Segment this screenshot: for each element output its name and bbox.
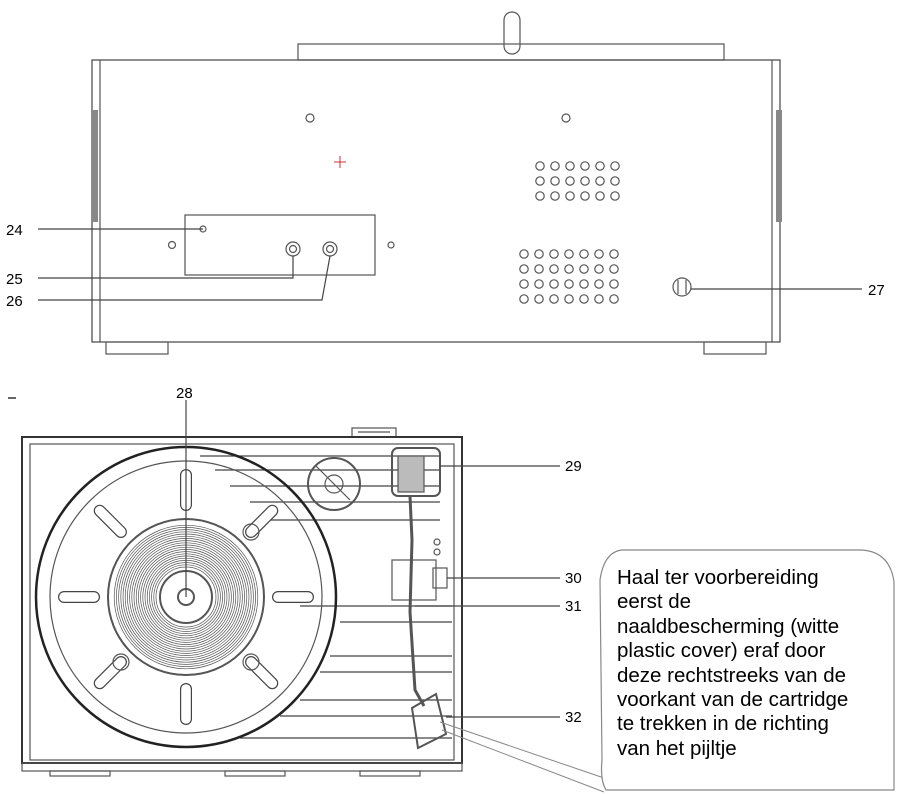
speaker-hole xyxy=(595,191,605,201)
speaker-hole xyxy=(609,249,619,259)
label-28: 28 xyxy=(176,385,193,402)
speaker-hole xyxy=(519,249,529,259)
speaker-hole xyxy=(594,279,604,289)
speaker-hole xyxy=(609,294,619,304)
spindle-top xyxy=(503,11,521,55)
tonearm xyxy=(408,495,426,707)
label-26: 26 xyxy=(6,293,23,310)
speaker-hole xyxy=(549,264,559,274)
speaker-hole xyxy=(550,176,560,186)
top-view xyxy=(21,400,605,793)
platter-slot xyxy=(94,657,126,689)
speaker-hole xyxy=(534,279,544,289)
speaker-hole xyxy=(564,264,574,274)
power-knob xyxy=(672,277,692,297)
speaker-hole xyxy=(519,279,529,289)
speaker-hole xyxy=(579,294,589,304)
speaker-hole xyxy=(595,161,605,171)
speaker-hole xyxy=(610,191,620,201)
speaker-hole xyxy=(550,161,560,171)
label-27: 27 xyxy=(868,282,885,299)
speaker-hole xyxy=(565,176,575,186)
rca-jack-left xyxy=(285,241,301,257)
platter-slot xyxy=(94,505,126,537)
callout-bubble xyxy=(599,549,895,791)
rca-jack-right xyxy=(322,241,338,257)
cartridge xyxy=(410,692,448,750)
speaker-hole xyxy=(594,294,604,304)
speaker-hole xyxy=(519,264,529,274)
speaker-hole xyxy=(610,161,620,171)
label-29: 29 xyxy=(565,458,582,475)
label-24: 24 xyxy=(6,222,23,239)
speaker-hole xyxy=(609,264,619,274)
speaker-hole xyxy=(535,176,545,186)
weight-dial xyxy=(307,457,361,511)
speaker-hole xyxy=(549,279,559,289)
speaker-hole xyxy=(549,294,559,304)
callout-text: Haal ter voorbereiding eerst de naaldbes… xyxy=(617,566,849,760)
lift-lever xyxy=(432,567,448,589)
lid-edge xyxy=(297,43,725,61)
speaker-hole xyxy=(565,161,575,171)
label-32: 32 xyxy=(565,709,582,726)
speaker-hole xyxy=(550,191,560,201)
speaker-hole xyxy=(580,176,590,186)
speaker-hole xyxy=(580,191,590,201)
speaker-hole xyxy=(564,294,574,304)
speaker-hole xyxy=(610,176,620,186)
speaker-hole xyxy=(579,249,589,259)
speaker-hole xyxy=(594,264,604,274)
foot-left xyxy=(105,341,169,355)
speaker-hole xyxy=(579,264,589,274)
platter-slot xyxy=(246,505,278,537)
foot-right xyxy=(703,341,767,355)
speaker-hole xyxy=(535,161,545,171)
speaker-hole xyxy=(564,279,574,289)
tonearm-base xyxy=(391,447,441,497)
speaker-hole xyxy=(594,249,604,259)
center-crosshair xyxy=(334,156,346,168)
speaker-hole xyxy=(534,264,544,274)
speaker-hole xyxy=(609,279,619,289)
label-30: 30 xyxy=(565,570,582,587)
arm-rest xyxy=(391,559,437,601)
speaker-hole xyxy=(579,279,589,289)
platter-slot xyxy=(246,657,278,689)
platter xyxy=(34,445,338,749)
speaker-hole xyxy=(534,294,544,304)
speaker-hole xyxy=(549,249,559,259)
speaker-grid-upper xyxy=(535,161,620,201)
speaker-hole xyxy=(565,191,575,201)
speaker-hole xyxy=(519,294,529,304)
speaker-hole xyxy=(534,249,544,259)
speaker-hole xyxy=(595,176,605,186)
jack-panel xyxy=(184,214,376,276)
label-25: 25 xyxy=(6,271,23,288)
label-31: 31 xyxy=(565,598,582,615)
speaker-hole xyxy=(564,249,574,259)
speaker-hole xyxy=(535,191,545,201)
speaker-grid-lower xyxy=(519,249,619,304)
rear-view xyxy=(38,11,862,355)
speaker-hole xyxy=(580,161,590,171)
